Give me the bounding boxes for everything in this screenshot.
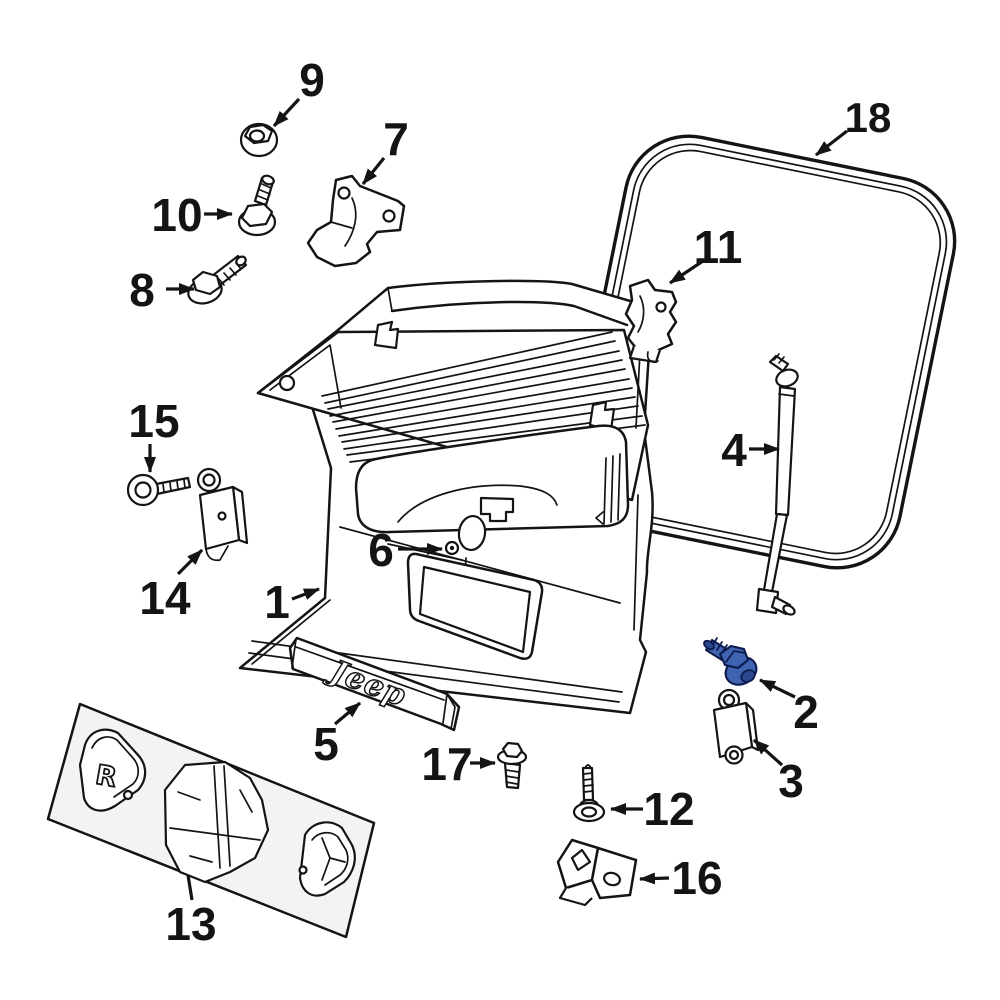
- svg-text:7: 7: [383, 113, 409, 165]
- svg-text:10: 10: [151, 189, 202, 241]
- bracket-16: [556, 838, 638, 907]
- callout-18: 18: [815, 94, 892, 157]
- lift-support-strut: [755, 353, 799, 616]
- callout-4: 4: [721, 424, 780, 476]
- svg-text:1: 1: [264, 576, 290, 628]
- callout-5: 5: [313, 701, 362, 770]
- callout-3: 3: [752, 738, 804, 807]
- callout-12: 12: [610, 783, 695, 835]
- bracket-3: [712, 688, 760, 765]
- svg-text:5: 5: [313, 718, 339, 770]
- callouts: 1 2 3 4 5 6 7 8: [128, 54, 891, 950]
- callout-9: 9: [272, 54, 325, 128]
- liftgate-panel: [238, 279, 654, 715]
- svg-text:6: 6: [368, 524, 394, 576]
- callout-8: 8: [129, 264, 195, 316]
- callout-7: 7: [361, 113, 409, 186]
- hinge: [624, 278, 678, 364]
- screw-12: [572, 764, 606, 823]
- striker-bracket: [306, 174, 406, 268]
- screw-15: [126, 473, 192, 507]
- svg-text:15: 15: [128, 395, 179, 447]
- flange-nut: [239, 122, 279, 158]
- callout-1: 1: [264, 576, 320, 628]
- svg-text:13: 13: [165, 898, 216, 950]
- svg-text:16: 16: [671, 852, 722, 904]
- svg-text:12: 12: [643, 783, 694, 835]
- callout-14: 14: [139, 548, 204, 624]
- bracket-14: [196, 467, 249, 562]
- svg-text:3: 3: [778, 755, 804, 807]
- svg-text:4: 4: [721, 424, 747, 476]
- trim-panel-group: R: [46, 702, 376, 939]
- screw-17: [496, 741, 528, 790]
- callout-6: 6: [368, 524, 443, 576]
- svg-text:14: 14: [139, 572, 191, 624]
- callout-2: 2: [759, 678, 819, 738]
- hex-bolt-lower: [187, 254, 248, 305]
- callout-17: 17: [421, 738, 496, 790]
- callout-13: 13: [165, 874, 217, 950]
- svg-text:17: 17: [421, 738, 472, 790]
- svg-text:2: 2: [793, 686, 819, 738]
- callout-11: 11: [669, 221, 743, 285]
- callout-10: 10: [151, 189, 233, 241]
- svg-text:11: 11: [694, 221, 743, 273]
- svg-text:9: 9: [299, 54, 325, 106]
- callout-16: 16: [639, 852, 723, 904]
- highlighted-stud-bolt: [703, 637, 758, 686]
- hex-bolt-upper: [237, 174, 277, 237]
- svg-text:18: 18: [845, 94, 892, 141]
- callout-15: 15: [128, 395, 180, 473]
- svg-text:8: 8: [129, 264, 155, 316]
